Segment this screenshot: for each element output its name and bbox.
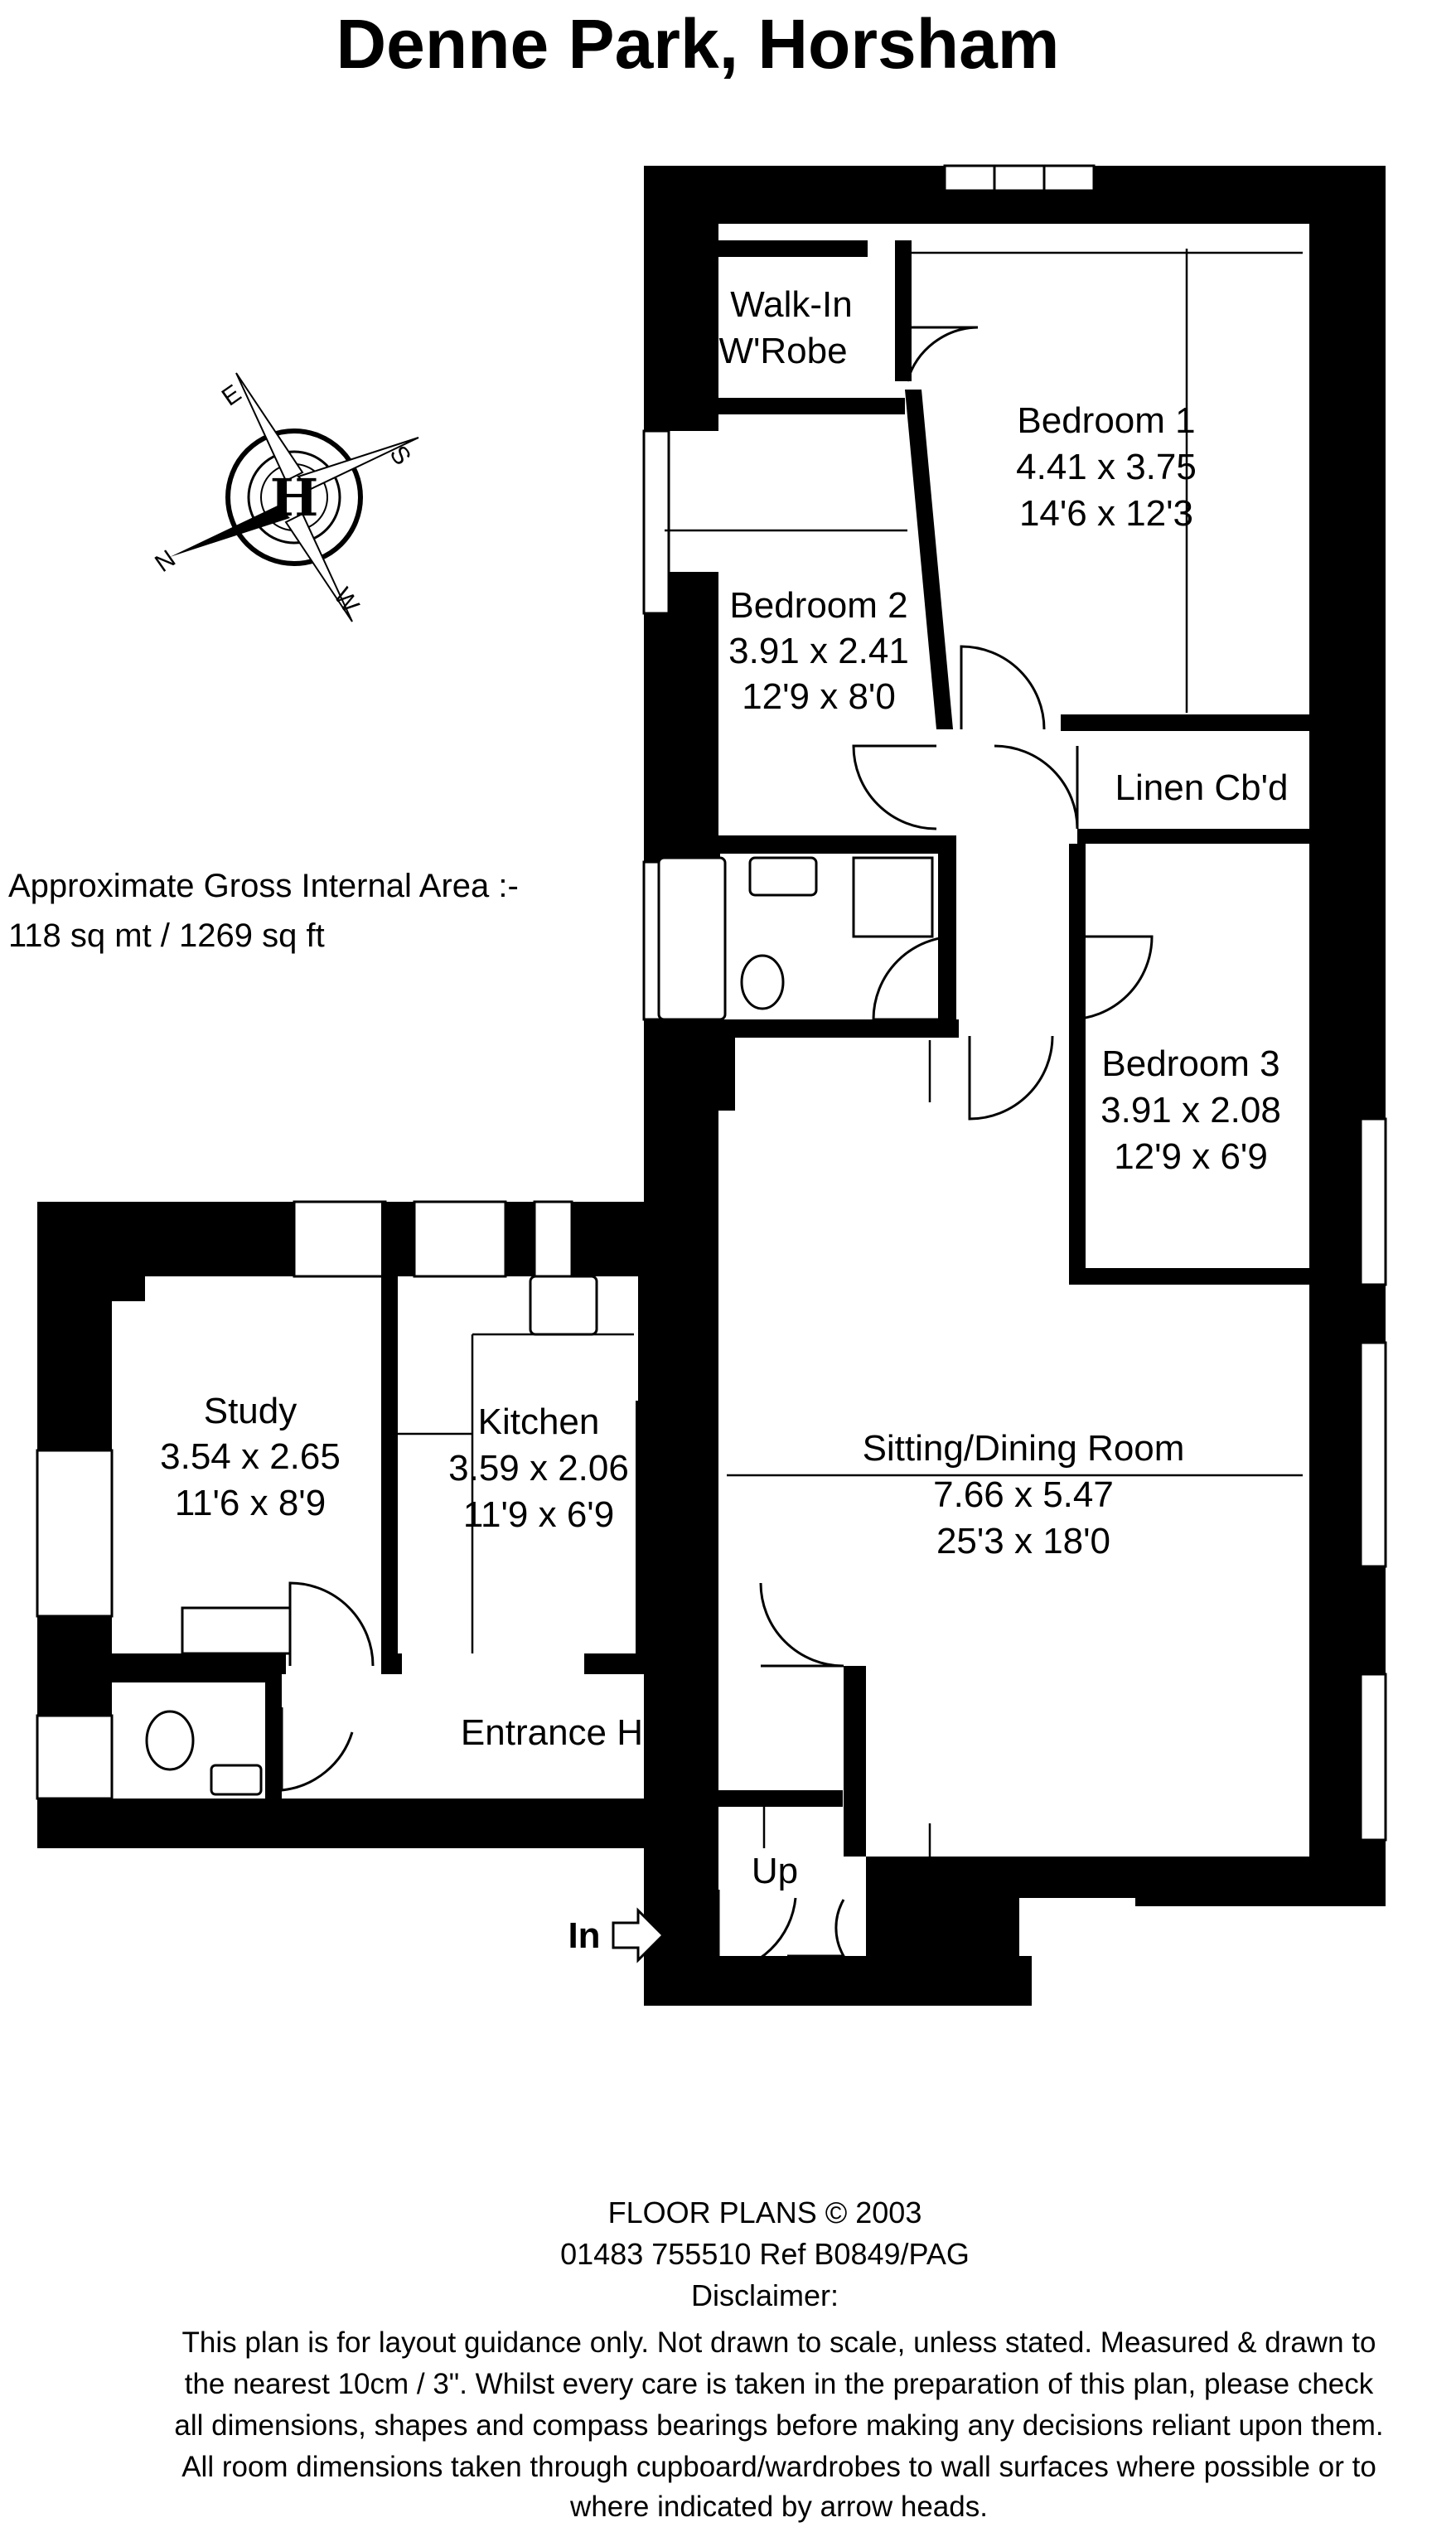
entry-label: In [568,1915,600,1956]
disclaimer-line: the nearest 10cm / 3". Whilst every care… [185,2368,1374,2400]
study-name: Study [204,1391,297,1431]
dimension-arrows [665,249,1303,1857]
disclaimer-line: all dimensions, shapes and compass beari… [174,2409,1383,2442]
study-metric: 3.54 x 2.65 [160,1436,341,1477]
bedroom1-metric: 4.41 x 3.75 [1016,447,1197,487]
bathroom-fixtures [657,856,934,1021]
bedroom3-name: Bedroom 3 [1101,1043,1279,1084]
compass-n: N [150,545,181,577]
sitting-name: Sitting/Dining Room [863,1428,1185,1469]
basin [748,856,818,897]
compass-s: S [385,441,417,470]
toilet [740,954,785,1010]
internal-walls [112,240,1309,1857]
kitchen-imperial: 11'9 x 6'9 [463,1494,614,1535]
footer: FLOOR PLANS © 2003 01483 755510 Ref B084… [174,2196,1383,2523]
stairs-up-label: Up [752,1851,798,1891]
page-title: Denne Park, Horsham [336,5,1060,83]
bath [657,856,727,1021]
wc-toilet [145,1710,195,1771]
entry-arrow-icon [612,1907,665,1963]
area-label: Approximate Gross Internal Area :- [8,868,519,904]
compass-icon: H N E S W [150,372,419,622]
bedroom1-name: Bedroom 1 [1017,400,1195,441]
wc-fixtures [145,1606,292,1796]
disclaimer-line: This plan is for layout guidance only. N… [182,2326,1376,2359]
footer-reference: 01483 755510 Ref B0849/PAG [560,2237,970,2271]
doors [280,326,1154,1974]
study-imperial: 11'6 x 8'9 [175,1483,326,1523]
footer-copyright: FLOOR PLANS © 2003 [608,2196,922,2229]
walkin-line1: Walk-In [730,284,853,325]
disclaimer-line: where indicated by arrow heads. [569,2491,988,2523]
sitting-metric: 7.66 x 5.47 [933,1474,1114,1515]
sitting-imperial: 25'3 x 18'0 [936,1521,1110,1561]
study-desk [181,1606,292,1655]
bedroom2-imperial: 12'9 x 8'0 [742,676,896,717]
sink [529,1275,598,1336]
disclaimer-line: All room dimensions taken through cupboa… [181,2451,1376,2483]
compass-monogram: H [270,467,319,528]
wc-basin [210,1764,263,1796]
shower [852,856,934,938]
hall-name: Entrance Hall [461,1712,680,1753]
area-value: 118 sq mt / 1269 sq ft [8,917,325,954]
linen-name: Linen Cb'd [1115,767,1289,808]
bedroom3-metric: 3.91 x 2.08 [1100,1090,1281,1130]
footer-disclaimer-title: Disclaimer: [691,2278,839,2312]
exterior-walls [37,166,1386,2006]
bedroom3-imperial: 12'9 x 6'9 [1114,1136,1268,1177]
walkin-line2: W'Robe [718,331,847,371]
kitchen-name: Kitchen [478,1402,600,1442]
bedroom1-imperial: 14'6 x 12'3 [1019,493,1193,534]
room-labels: Walk-In W'Robe Bedroom 1 4.41 x 3.75 14'… [160,284,1289,1963]
kitchen-fixtures [398,1275,634,1653]
bedroom2-name: Bedroom 2 [729,585,907,626]
bedroom2-metric: 3.91 x 2.41 [728,631,909,671]
kitchen-metric: 3.59 x 2.06 [448,1448,629,1489]
